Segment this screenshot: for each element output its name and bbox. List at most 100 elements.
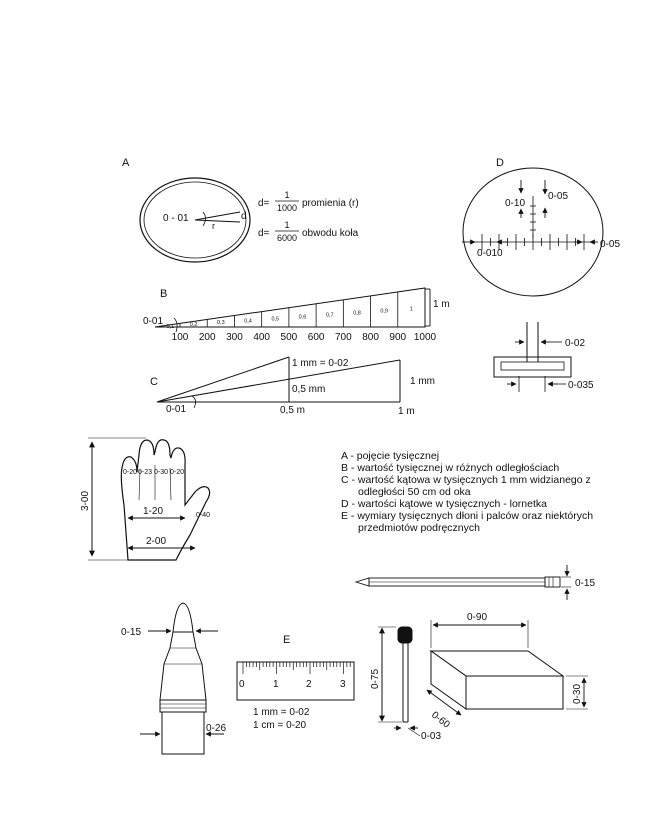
- gap-label: 0-02: [565, 338, 585, 349]
- cartridge-bottom-label: 0-26: [206, 723, 226, 734]
- arc-d-label: d: [241, 211, 247, 222]
- match-length-label: 0-75: [370, 669, 381, 689]
- legend-line-c: C - wartość kątowa w tysięcznych 1 mm wi…: [341, 474, 591, 486]
- box-front: [465, 675, 564, 710]
- radius-line: [194, 211, 241, 221]
- panel-b-letter: B: [160, 288, 167, 300]
- ruler-note-2: 1 cm = 0-20: [253, 720, 307, 731]
- matchbox-figure: 0-90 0-30 0-60: [426, 612, 588, 731]
- segment-value-label: 0,9: [380, 308, 388, 314]
- angle-label-c: 0-01: [166, 404, 186, 415]
- horizontal-scale-ticks: [481, 234, 585, 250]
- distance-label: 100: [172, 332, 189, 343]
- formula1-num: 1: [284, 190, 289, 200]
- segment-value-label: 0,5: [271, 316, 279, 322]
- hand-outline: [120, 439, 211, 561]
- ruler-tick-1: 1: [273, 679, 279, 690]
- binocular-field: [462, 167, 604, 297]
- ruler-figure: E 0 1 2 3 1 mm = 0-02 1 cm = 0-20: [236, 634, 355, 731]
- legend-line-c-cont: odległości 50 cm od oka: [358, 486, 471, 498]
- panel-c: C 0-01 1 mm = 0-02 0,5 mm 1 mm 0,5 m 1 m: [150, 356, 435, 417]
- distance-label: 700: [335, 332, 352, 343]
- reticle-inner: [500, 361, 565, 371]
- width-label: 0-035: [568, 380, 594, 391]
- reticle-base: [493, 356, 572, 378]
- panel-a: A 0 - 01 r d d= 1 1000 promienia (r) d= …: [122, 157, 359, 263]
- mm-equivalence: 1 mm = 0-02: [292, 358, 349, 369]
- segment-value-label: 0,8: [353, 310, 361, 316]
- ruler-tick-2: 2: [306, 679, 312, 690]
- box-height-label: 0-30: [572, 684, 583, 704]
- panel-d: D 0-10 0-05 0-010 0-05 0-02: [462, 157, 620, 392]
- label-0-010: 0-010: [477, 248, 503, 259]
- segment-value-labels: 0,1 0,2 0,3 0,4 0,5 0,6 0,7 0,8 0,9 1: [167, 306, 413, 329]
- angle-label: 0 - 01: [163, 213, 189, 224]
- legend-line-a: A - pojęcie tysięcznej: [341, 450, 440, 462]
- segment-value-label: 0,2: [190, 322, 198, 328]
- formula1-rhs: promienia (r): [302, 198, 359, 209]
- segment-dividers: [179, 288, 426, 327]
- radius-label: r: [212, 221, 215, 231]
- segment-value-label: 0,6: [299, 314, 307, 320]
- match-head: [397, 626, 413, 644]
- formula2-rhs: obwodu koła: [302, 228, 359, 239]
- outer-circle: [139, 177, 251, 263]
- formula2-den: 6000: [277, 233, 297, 243]
- segment-value-label: 0,1: [167, 324, 175, 330]
- pencil-figure: 0-15: [354, 565, 595, 600]
- finger-crease: [138, 469, 141, 501]
- case-neck: [159, 631, 207, 701]
- match-figure: 0-75 0-03: [370, 626, 441, 742]
- angle-arc-c: [191, 395, 196, 409]
- box-width-label: 0-90: [467, 612, 487, 623]
- thumb-label: 0-40: [196, 512, 210, 519]
- ruler-ticks: [242, 662, 351, 674]
- formula1-den: 1000: [277, 203, 297, 213]
- case-base: [161, 711, 205, 755]
- half-mm-label: 0,5 mm: [292, 384, 325, 395]
- palm-upper-label: 1-20: [143, 506, 163, 517]
- match-thickness-label: 0-03: [421, 731, 441, 742]
- label-0-05-right: 0-05: [600, 239, 620, 250]
- pencil-label: 0-15: [575, 578, 595, 589]
- legend-line-e-cont: przedmiotów podręcznych: [358, 522, 480, 534]
- distance-label: 300: [226, 332, 243, 343]
- finger-crease: [169, 467, 172, 501]
- palm-lower-label: 2-00: [146, 536, 166, 547]
- segment-value-label: 1: [410, 306, 413, 312]
- hand-height-label: 3-00: [80, 491, 91, 511]
- distance-label: 400: [253, 332, 270, 343]
- finger-label-4: 0-20: [170, 469, 184, 476]
- cartridge-figure: 0-15 0-26: [121, 602, 226, 755]
- legend-line-b: B - wartość tysięcznej w różnych odległo…: [341, 462, 560, 474]
- finger-label-1: 0-20: [123, 469, 137, 476]
- cartridge-top-label: 0-15: [121, 627, 141, 638]
- upper-sight-line: [156, 356, 290, 403]
- case-rim: [159, 699, 207, 713]
- segment-value-label: 0,7: [326, 312, 334, 318]
- inner-circle: [143, 181, 247, 259]
- radius-line-2: [194, 219, 241, 223]
- ruler-tick-0: 0: [239, 679, 245, 690]
- distance-label: 800: [362, 332, 379, 343]
- distance-label: 500: [281, 332, 298, 343]
- height-label: 1 m: [433, 299, 450, 310]
- ruler-body: [236, 661, 355, 701]
- lower-sight-line: [156, 359, 401, 403]
- box-depth-dim: [426, 689, 462, 716]
- panel-e-letter: E: [283, 634, 290, 646]
- finger-label-2: 0-23: [138, 469, 152, 476]
- pencil-ferrule: [544, 576, 561, 588]
- half-m-label: 0,5 m: [280, 405, 305, 416]
- label-0-05-top: 0-05: [548, 191, 568, 202]
- segment-value-label: 0,3: [217, 320, 225, 326]
- segment-value-label: 0,4: [244, 318, 252, 324]
- wedge-angle-label: 0-01: [143, 316, 163, 327]
- panel-c-letter: C: [150, 376, 158, 388]
- distance-label: 200: [199, 332, 216, 343]
- distance-label: 1000: [414, 332, 437, 343]
- distance-label: 900: [389, 332, 406, 343]
